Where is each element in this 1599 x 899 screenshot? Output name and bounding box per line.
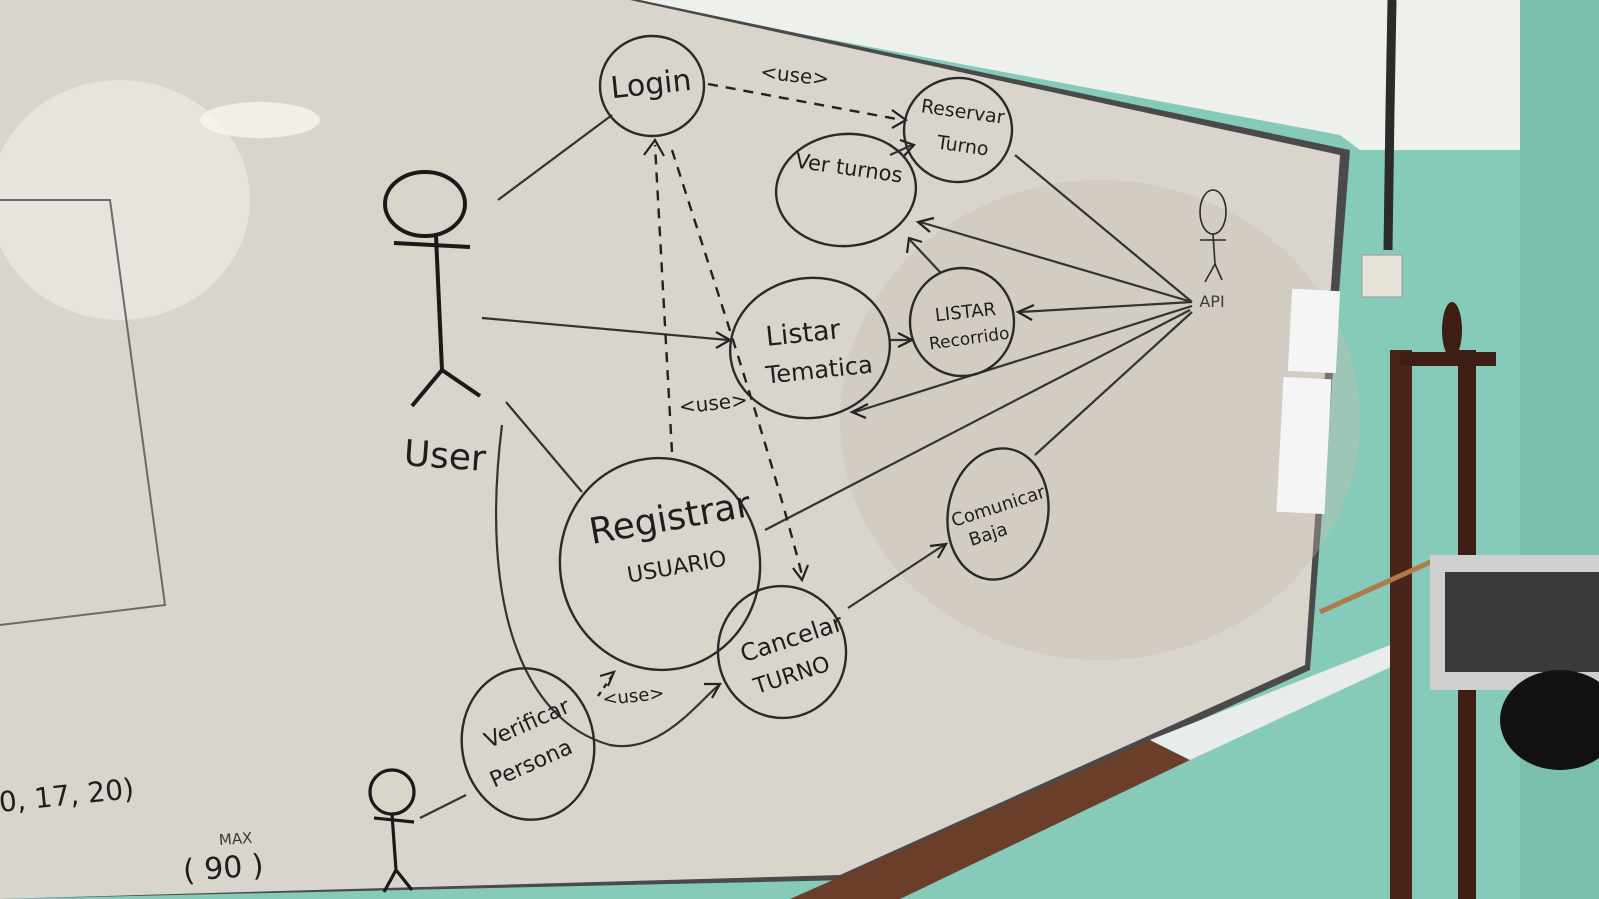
ellipse-verturnos	[774, 132, 918, 248]
ellipse-verificar	[460, 667, 596, 821]
arrow-login	[643, 137, 665, 157]
ellipse-login	[598, 34, 706, 138]
line-api-reservar	[1014, 154, 1193, 303]
coat-stand-pole-left	[1390, 350, 1412, 899]
actor2-body	[390, 813, 398, 871]
line-recorrido-verturnos	[909, 239, 941, 273]
whiteboard-surface	[0, 0, 1340, 899]
user-legs	[410, 368, 482, 408]
actor-user-label: User	[402, 433, 487, 480]
tray-metal	[1150, 645, 1395, 760]
ellipse-registrar	[558, 456, 762, 672]
diagram-lines	[419, 114, 1193, 819]
line-actor2-verificar	[419, 794, 467, 819]
wall-pipe	[1383, 0, 1397, 251]
wall-socket	[1361, 254, 1403, 298]
api-legs	[1204, 263, 1223, 283]
wall-upper-white	[620, 0, 1599, 150]
margin-max-value: ( 90 )	[182, 848, 265, 889]
ellipse-cancelar	[716, 584, 848, 720]
use-case-login-label: Login	[609, 63, 693, 106]
line-user-cancelar	[495, 424, 719, 748]
user-body	[434, 235, 444, 371]
second-actor-figure	[368, 768, 416, 893]
ellipse-listar-tematica	[728, 276, 892, 420]
actor2-arms	[373, 816, 415, 824]
ellipse-comunicar	[946, 447, 1050, 581]
line-user-login	[497, 114, 613, 201]
line-api-listar	[854, 304, 1193, 414]
arrow-verificar-registrar	[599, 670, 616, 687]
line-user-listar	[481, 316, 729, 342]
arrow-api-recorrido	[1015, 303, 1035, 321]
user-actor-figure	[383, 170, 482, 408]
ellipse-reservar	[902, 76, 1014, 184]
smudge	[840, 180, 1360, 660]
arrow-recorrido-verturnos	[905, 236, 923, 254]
marker-tray	[790, 740, 1190, 899]
line-registrar-api	[764, 309, 1191, 531]
posted-paper-2	[1276, 376, 1332, 515]
margin-max-label: MAX	[218, 829, 253, 849]
line-api-verturnos	[919, 220, 1193, 304]
dash-registrar-login	[653, 144, 674, 453]
line-verturnos-reservar	[889, 143, 913, 157]
arrow-cancelar	[792, 564, 810, 583]
user-arms	[393, 241, 471, 249]
line-api-recorrido	[1019, 300, 1193, 314]
arrow-api-verturnos	[915, 216, 935, 233]
arrow-api-listar	[849, 403, 869, 420]
line-user-registrar	[505, 401, 583, 493]
left-box	[0, 199, 167, 626]
user-head	[383, 170, 467, 238]
api-actor-figure	[1199, 189, 1227, 283]
line-api-comunicar	[1034, 311, 1193, 456]
api-body	[1212, 233, 1216, 265]
dash-login-reservar	[707, 82, 903, 122]
coat-stand-top	[1400, 352, 1496, 366]
posted-paper-1	[1287, 288, 1341, 374]
coat-stand-finial	[1442, 302, 1462, 358]
ellipse-listar-recorrido	[908, 266, 1016, 378]
monitor-screen	[1445, 572, 1599, 672]
use-case-ellipses	[460, 34, 1050, 821]
line-cancelar-comunicar	[847, 544, 945, 609]
actor-api-label: API	[1199, 292, 1224, 311]
bag	[1500, 670, 1599, 770]
actor2-legs	[382, 869, 414, 893]
glare-left	[0, 80, 250, 320]
arrow-verificar-cancelar	[704, 682, 722, 699]
arrow-comunicar	[929, 542, 949, 559]
glare-top	[200, 102, 320, 138]
